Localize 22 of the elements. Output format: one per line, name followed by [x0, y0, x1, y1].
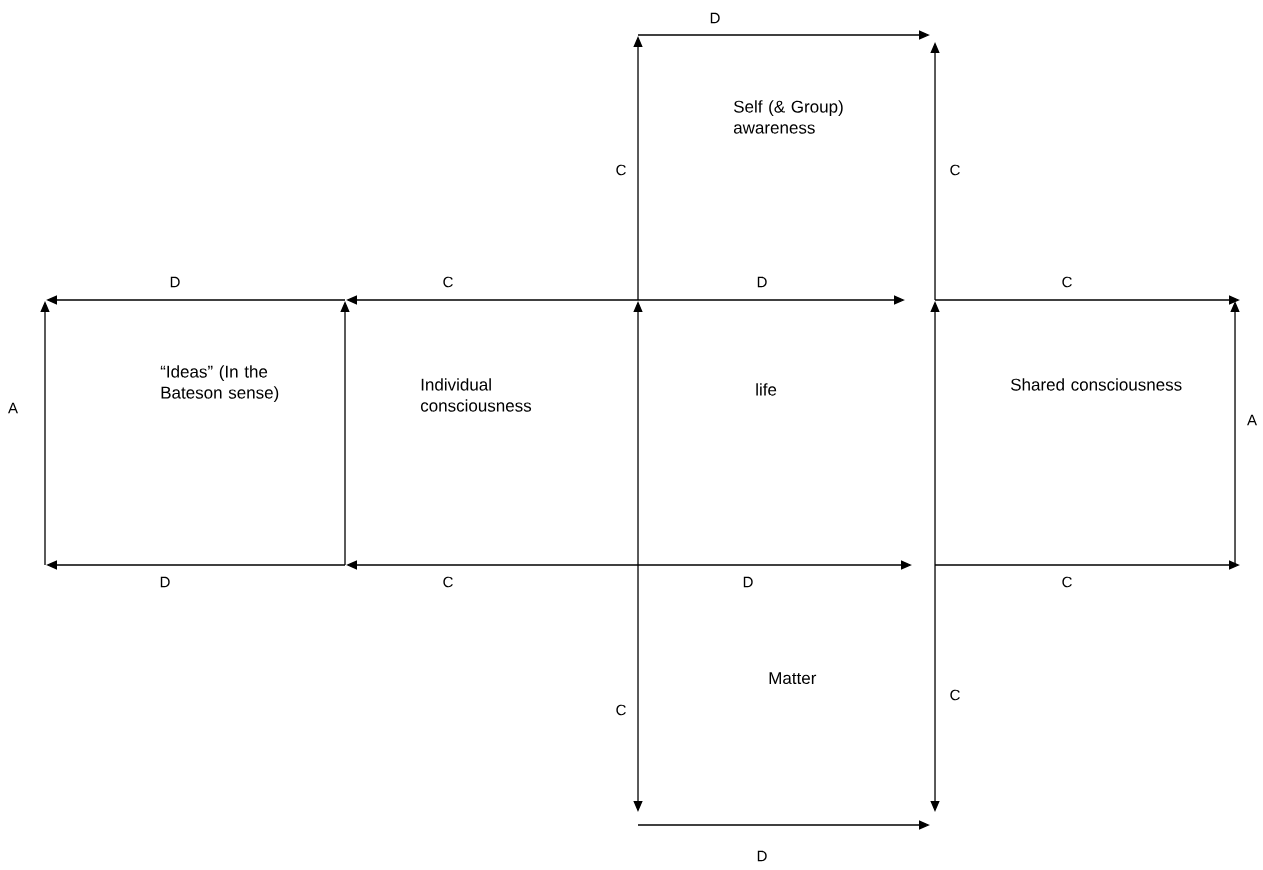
face-label: Self (& Group) awareness — [733, 100, 843, 134]
arrow-label: C — [1062, 576, 1072, 588]
arrow-label: C — [443, 276, 453, 288]
arrow-label: C — [950, 164, 960, 176]
arrow-label: A — [1247, 414, 1257, 426]
arrow-label: C — [616, 164, 626, 176]
arrow-label: C — [950, 689, 960, 701]
face-label: “Ideas” (In the Bateson sense) — [160, 365, 279, 402]
arrow-label: A — [8, 402, 18, 414]
face-label: life — [756, 383, 777, 396]
arrow-label: D — [743, 576, 753, 588]
face-label: Matter — [769, 672, 817, 685]
face-label: Shared consciousness — [1011, 378, 1182, 391]
arrow-label: C — [443, 576, 453, 588]
face-label: Individual consciousness — [420, 378, 532, 412]
arrow-label: C — [1062, 276, 1072, 288]
arrow-label: D — [710, 12, 720, 24]
arrow-label: D — [757, 850, 767, 862]
arrow-label: D — [757, 276, 767, 288]
arrow-label: D — [170, 276, 180, 288]
arrow-label: D — [160, 576, 170, 588]
arrow-label: C — [616, 704, 626, 716]
